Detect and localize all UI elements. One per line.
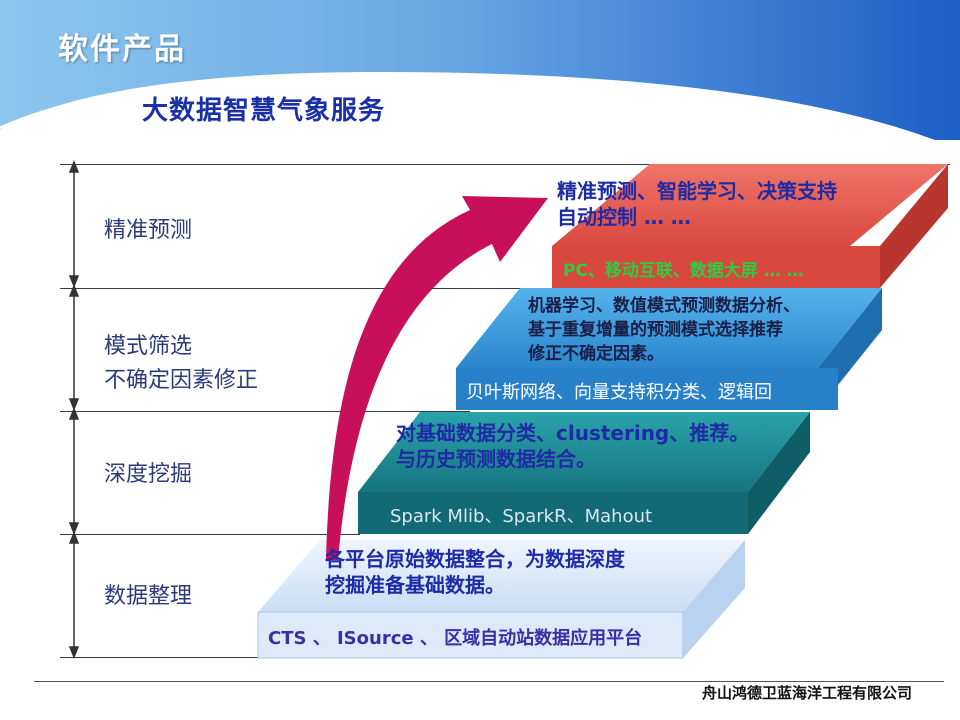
step-tools-model-filter: 贝叶斯网络、向量支持积分类、逻辑回 <box>466 382 772 403</box>
level-label-forecast: 精准预测 <box>104 218 193 243</box>
level-label-deep-mining: 深度挖掘 <box>104 462 193 487</box>
level-divider <box>60 411 470 412</box>
level-label-data-preparation: 数据整理 <box>104 584 193 609</box>
page-title: 软件产品 <box>58 32 186 67</box>
footer-divider <box>34 681 944 682</box>
header-banner <box>0 0 960 140</box>
step-description-model-filter: 机器学习、数值模式预测数据分析、 基于重复增量的预测模式选择推荐 修正不确定因素… <box>528 296 800 364</box>
step-forecast <box>552 164 948 288</box>
step-deep-mining <box>358 412 810 534</box>
step-tools-deep-mining: Spark Mlib、SparkR、Mahout <box>390 506 653 527</box>
step-tools-data-preparation: CTS 、 ISource 、 区域自动站数据应用平台 <box>268 628 643 649</box>
growth-arrow <box>326 196 548 560</box>
company-name: 舟山鸿德卫蓝海洋工程有限公司 <box>702 684 913 702</box>
level-divider <box>60 657 260 658</box>
slide-subtitle: 大数据智慧气象服务 <box>142 96 386 126</box>
step-tools-forecast: PC、移动互联、数据大屏 … … <box>563 261 804 281</box>
step-description-deep-mining: 对基础数据分类、clustering、推荐。 与历史预测数据结合。 <box>396 421 750 471</box>
level-divider <box>60 534 360 535</box>
level-label-model-filter: 模式筛选 不确定因素修正 <box>104 334 259 393</box>
step-description-forecast: 精准预测、智能学习、决策支持 自动控制 … … <box>557 179 837 229</box>
step-data-preparation <box>257 540 745 659</box>
level-divider <box>60 288 880 289</box>
step-model-filter <box>456 288 882 410</box>
level-range-arrows <box>68 160 80 660</box>
level-divider <box>60 164 950 165</box>
step-description-data-preparation: 各平台原始数据整合，为数据深度 挖掘准备基础数据。 <box>325 547 625 597</box>
